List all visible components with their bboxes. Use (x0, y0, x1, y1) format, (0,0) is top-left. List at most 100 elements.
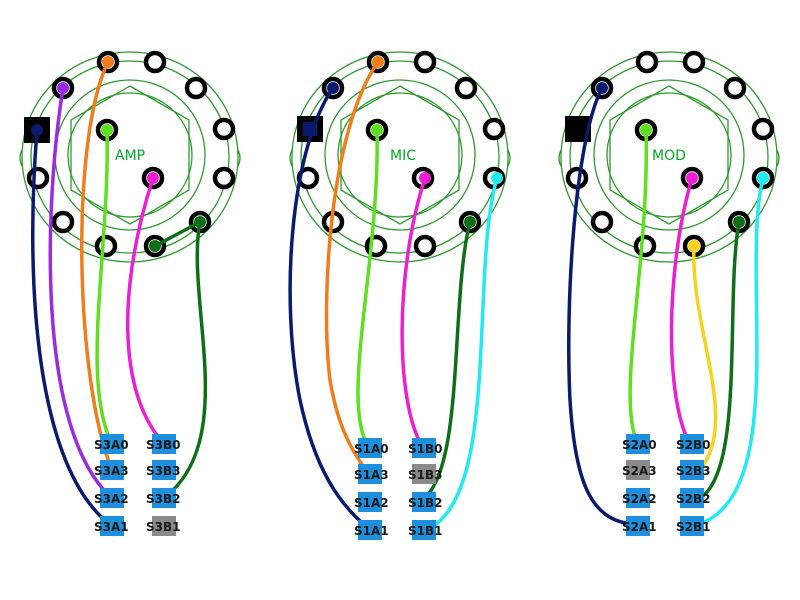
wire-navy (567, 86, 634, 526)
wire-end-dot (464, 216, 476, 228)
wire-lime (95, 128, 114, 446)
pin-pad (100, 488, 124, 508)
wire-darkgreen (698, 220, 741, 500)
wire-end-dot (101, 124, 113, 136)
wire-cyan (428, 176, 499, 530)
switch-s2-wires (567, 86, 765, 526)
wire-yellow (692, 244, 718, 472)
pin-label-s1b3: S1B3 (408, 468, 443, 482)
pin-label-s3a0: S3A0 (94, 438, 129, 452)
pin-pad (152, 516, 176, 536)
pin-pad (626, 460, 650, 480)
switch-s3: AMP S3A0 S3A3 S3A2 S3A1 S3B0 S3B3 S3B2 S… (19, 50, 241, 536)
wire-end-dot (371, 124, 383, 136)
switch-s2-wire-dots (596, 82, 769, 252)
wire-end-dot (596, 82, 608, 94)
pin-pad (358, 492, 382, 512)
pin-pad (152, 434, 176, 454)
switch-s2-label: MOD (652, 148, 686, 164)
wire-end-dot (686, 172, 698, 184)
pin-label-s3b0: S3B0 (146, 438, 181, 452)
pin-label-s1a0: S1A0 (354, 442, 389, 456)
wire-magenta (669, 176, 694, 446)
pin-label-s3b3: S3B3 (146, 464, 181, 478)
pin-pad (358, 520, 382, 540)
pin-pad (358, 464, 382, 484)
switch-s1: MIC S1A0 S1A3 S1A2 S1A1 S1B0 S1B3 S1B2 S… (288, 50, 511, 540)
pin-label-s1b2: S1B2 (408, 496, 443, 510)
switch-s1-label: MIC (390, 148, 416, 164)
wire-end-dot (57, 82, 69, 94)
pin-pad (100, 516, 124, 536)
pin-label-s1a2: S1A2 (354, 496, 389, 510)
wire-end-dot (733, 216, 745, 228)
pin-label-s3b2: S3B2 (146, 492, 181, 506)
pin-pad (152, 488, 176, 508)
pin-label-s1b1: S1B1 (408, 524, 443, 538)
pin-pad (412, 438, 436, 458)
wire-darkgreen (162, 220, 208, 500)
wire-end-dot (372, 56, 384, 68)
pin-label-s1a1: S1A1 (354, 524, 389, 538)
pin-label-s2b1: S2B1 (676, 520, 711, 534)
wire-end-dot (688, 240, 700, 252)
wire-end-dot (491, 172, 503, 184)
wire-end-dot (757, 172, 769, 184)
wire-orange (324, 60, 380, 476)
wire-darkgreen (420, 220, 472, 502)
pin-pad (100, 434, 124, 454)
pin-label-s3a3: S3A3 (94, 464, 129, 478)
wire-navy (288, 86, 370, 530)
pin-pad (626, 488, 650, 508)
switch-s3-wires (31, 60, 208, 528)
pin-pad (680, 516, 704, 536)
pin-label-s3a1: S3A1 (94, 520, 129, 534)
pin-pad (100, 460, 124, 480)
pin-label-s2a2: S2A2 (622, 492, 657, 506)
switch-s2: MOD S2A0 S2A3 S2A2 S2A1 S2B0 S2B3 S2B2 S… (558, 50, 780, 536)
pin-pad (152, 460, 176, 480)
switch-s3-wire-dots (31, 56, 206, 252)
pin-label-s1b0: S1B0 (408, 442, 443, 456)
pin-pad (358, 438, 382, 458)
pin-pad (412, 520, 436, 540)
switch-s3-label: AMP (115, 148, 145, 164)
pin-label-s3b1: S3B1 (146, 520, 181, 534)
wire-end-dot (31, 124, 43, 136)
switch-s2-pins: S2A0 S2A3 S2A2 S2A1 S2B0 S2B3 S2B2 S2B1 (622, 434, 711, 536)
switch-s1-square-dot (303, 122, 317, 136)
pin-pad (680, 460, 704, 480)
pin-label-s1a3: S1A3 (354, 468, 389, 482)
switch-s1-pins: S1A0 S1A3 S1A2 S1A1 S1B0 S1B3 S1B2 S1B1 (354, 438, 443, 540)
wire-end-dot (327, 82, 339, 94)
switch-s2-outline (558, 51, 780, 263)
wire-end-dot (194, 216, 206, 228)
wire-navy (31, 128, 114, 528)
wire-lime (628, 128, 649, 446)
pin-pad (680, 434, 704, 454)
pin-label-s2b2: S2B2 (676, 492, 711, 506)
switch-s1-outline (289, 51, 511, 263)
wire-orange (80, 60, 114, 472)
pin-pad (412, 464, 436, 484)
pin-label-s2a1: S2A1 (622, 520, 657, 534)
wire-end-dot (640, 124, 652, 136)
switch-s3-pins: S3A0 S3A3 S3A2 S3A1 S3B0 S3B3 S3B2 S3B1 (94, 434, 181, 536)
switch-s3-lugs (26, 50, 236, 258)
wire-magenta (126, 176, 166, 446)
pin-label-s2b3: S2B3 (676, 464, 711, 478)
wire-magenta (400, 176, 427, 448)
pin-pad (412, 492, 436, 512)
wire-cyan (698, 176, 765, 526)
pin-pad (626, 516, 650, 536)
pin-label-s3a2: S3A2 (94, 492, 129, 506)
pin-label-s2a3: S2A3 (622, 464, 657, 478)
switch-s3-outline (19, 51, 241, 263)
pin-label-s2b0: S2B0 (676, 438, 711, 452)
pin-pad (626, 434, 650, 454)
pin-label-s2a0: S2A0 (622, 438, 657, 452)
wire-end-dot (147, 172, 159, 184)
wire-end-dot (102, 56, 114, 68)
pin-pad (680, 488, 704, 508)
